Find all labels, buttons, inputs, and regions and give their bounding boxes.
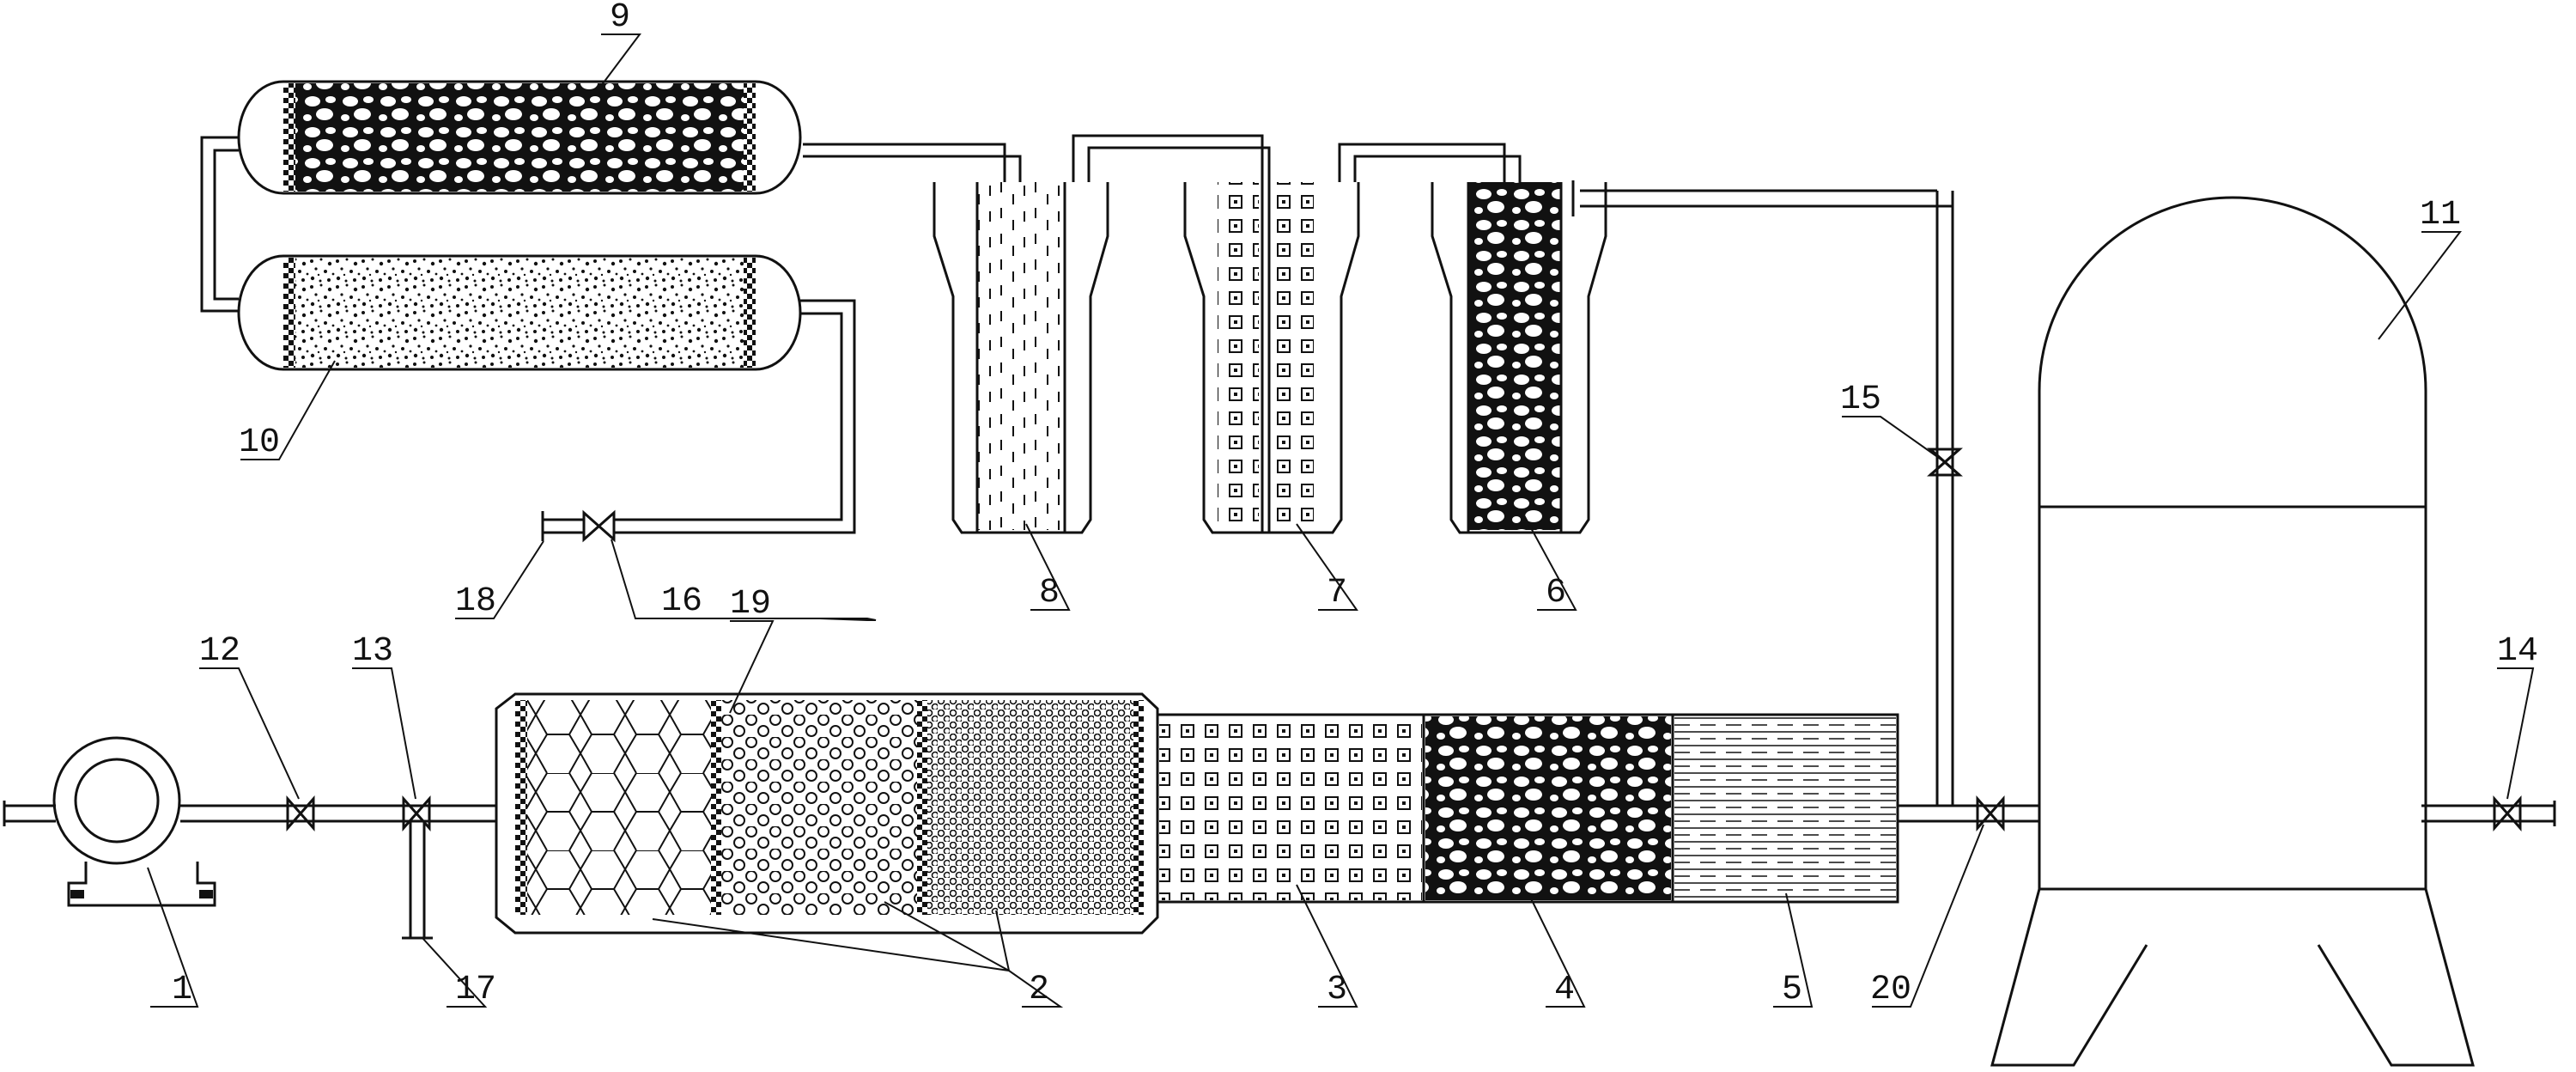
vessel-9: [237, 80, 802, 195]
label-12: 12: [199, 632, 240, 671]
label-3: 3: [1327, 971, 1347, 1009]
label-20: 20: [1870, 971, 1911, 1009]
valve-13: [402, 795, 431, 831]
label-11: 11: [2420, 196, 2461, 234]
valve-20: [1976, 795, 2005, 831]
label-2: 2: [1029, 971, 1049, 1009]
valve-16: [582, 509, 616, 543]
label-15: 15: [1840, 381, 1881, 419]
label-4: 4: [1554, 971, 1575, 1009]
label-17: 17: [455, 971, 496, 1009]
filter-column-2: [495, 692, 1159, 935]
label-16: 16: [661, 582, 702, 621]
section-4: [1422, 713, 1674, 904]
column-8: [933, 182, 1109, 534]
section-5: [1671, 713, 1899, 904]
label-8: 8: [1039, 574, 1060, 612]
labels: 1 2 3 4 5 6 7 8 9 10 11 12 13 14 15 16 1…: [172, 0, 2538, 1009]
blower: [52, 736, 216, 907]
label-19: 19: [730, 585, 771, 624]
leader-lines: [147, 34, 2535, 1008]
label-7: 7: [1327, 574, 1347, 612]
section-3: [1156, 713, 1425, 904]
label-6: 6: [1546, 574, 1566, 612]
storage-tank-11: [1990, 196, 2475, 1067]
label-5: 5: [1782, 971, 1802, 1009]
label-18: 18: [455, 582, 496, 621]
valve-12: [286, 795, 315, 831]
vessel-links: [200, 136, 856, 534]
drain-branch-17: [402, 821, 433, 940]
valve-14: [2493, 795, 2522, 831]
column-6: [1431, 182, 1607, 534]
return-pipe: [1571, 180, 1954, 806]
outlet-18: [541, 511, 584, 541]
vessel-10: [237, 254, 802, 371]
label-13: 13: [352, 632, 393, 671]
label-1: 1: [172, 971, 192, 1009]
label-10: 10: [239, 423, 280, 462]
label-9: 9: [610, 0, 630, 37]
label-14: 14: [2497, 632, 2538, 671]
main-pipe: [3, 801, 2556, 826]
column-connectors: [803, 134, 1522, 182]
column-7: [1183, 155, 1360, 534]
